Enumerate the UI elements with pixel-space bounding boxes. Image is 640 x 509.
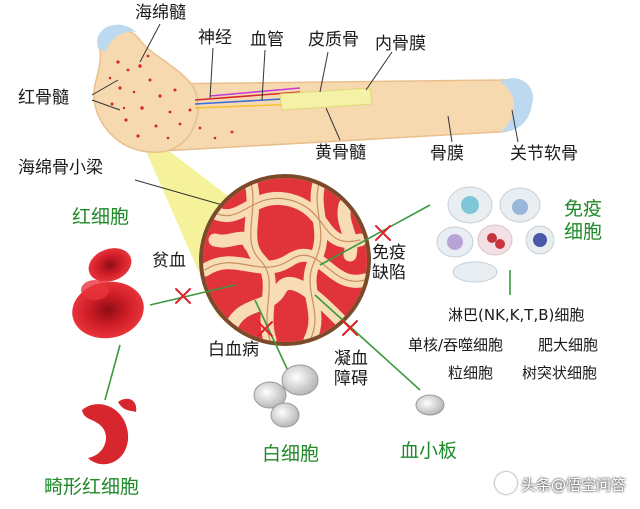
bone-head bbox=[93, 28, 199, 153]
white-blood-cells bbox=[253, 364, 319, 428]
label-mono: 单核/吞噬细胞 bbox=[408, 336, 504, 354]
label-yellow-marrow: 黄骨髓 bbox=[315, 143, 366, 163]
watermark: 头条@悟空问答 bbox=[494, 472, 626, 495]
label-articular-cartilage: 关节软骨 bbox=[510, 144, 578, 164]
label-periosteum: 骨膜 bbox=[430, 144, 464, 164]
label-sickle-cell: 畸形红细胞 bbox=[44, 476, 140, 498]
label-cortical-bone: 皮质骨 bbox=[308, 30, 359, 50]
label-endosteum: 内骨膜 bbox=[375, 34, 426, 54]
wukong-logo-icon bbox=[494, 472, 517, 494]
label-lymph: 淋巴(NK,K,T,B)细胞 bbox=[448, 306, 585, 324]
bone-illustration bbox=[93, 24, 534, 153]
label-red-marrow: 红骨髓 bbox=[18, 88, 69, 108]
label-trabecula: 海绵骨小梁 bbox=[18, 158, 103, 178]
cross-coag bbox=[342, 320, 358, 336]
immune-cells bbox=[436, 186, 555, 283]
red-crosses bbox=[175, 225, 391, 337]
label-blood-vessel: 血管 bbox=[250, 30, 284, 50]
platelet-cell bbox=[415, 394, 445, 416]
spongy-dots bbox=[108, 54, 234, 140]
cross-anemia bbox=[175, 288, 191, 304]
label-granulocyte: 粒细胞 bbox=[448, 364, 494, 382]
cross-leukemia bbox=[257, 321, 273, 337]
label-immune-cell: 免疫细胞 bbox=[564, 198, 603, 243]
label-dendritic: 树突状细胞 bbox=[522, 364, 598, 382]
cartilage-right bbox=[500, 78, 534, 132]
label-platelet: 血小板 bbox=[400, 440, 458, 462]
label-white-cell: 白细胞 bbox=[262, 443, 320, 465]
label-immunodeficiency: 免疫缺陷 bbox=[372, 243, 406, 283]
red-blood-cells bbox=[72, 248, 144, 339]
label-anemia: 贫血 bbox=[152, 251, 186, 271]
cross-immuno bbox=[375, 225, 391, 241]
sickle-cells bbox=[82, 398, 137, 465]
trabecular-magnifier bbox=[199, 174, 371, 346]
label-nerve: 神经 bbox=[198, 28, 232, 48]
label-spongy-marrow: 海绵髓 bbox=[135, 3, 186, 23]
label-leukemia: 白血病 bbox=[208, 340, 259, 360]
cartilage-left bbox=[97, 24, 136, 52]
yellow-marrow-canal bbox=[279, 87, 373, 111]
label-mast: 肥大细胞 bbox=[538, 336, 599, 354]
green-connectors bbox=[104, 204, 511, 401]
label-red-cell: 红细胞 bbox=[72, 206, 130, 228]
label-coagulation: 凝血障碍 bbox=[334, 349, 368, 389]
watermark-text: 头条@悟空问答 bbox=[520, 476, 626, 494]
